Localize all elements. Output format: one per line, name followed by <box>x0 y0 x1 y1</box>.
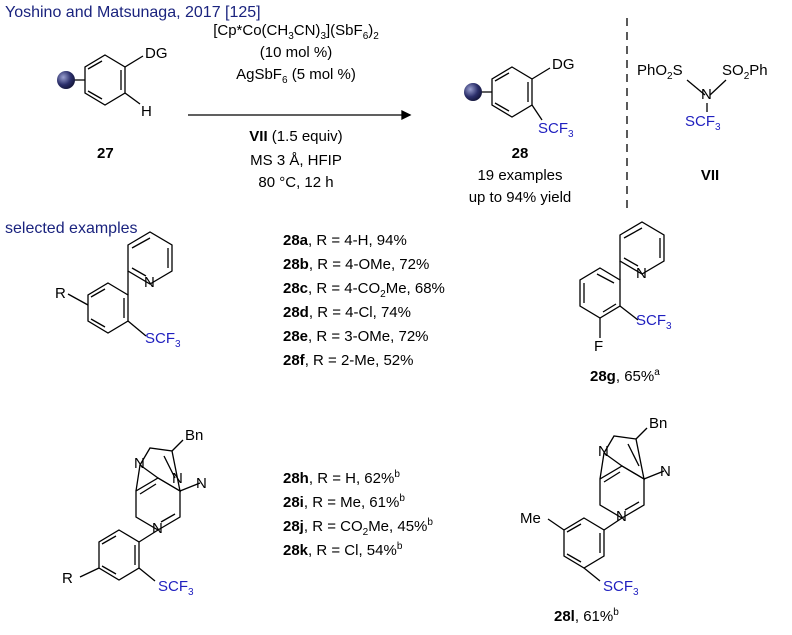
product-dg-label: DG <box>552 56 575 73</box>
arrow-head <box>401 109 412 121</box>
scf3-label: SCF3 <box>636 312 672 332</box>
conditions-line-2: 80 °C, 12 h <box>258 174 334 191</box>
citation-header: Yoshino and Matsunaga, 2017 [125] <box>5 4 261 21</box>
atom-n-label: N <box>660 463 671 480</box>
product-scf3-label: SCF3 <box>538 120 574 140</box>
reagent-right-group: SO2Ph <box>722 62 768 82</box>
product-label-28: 28 <box>511 145 529 162</box>
structure-28a-f <box>67 231 173 337</box>
example-entry-28f: 28f, R = 2-Me, 52% <box>283 352 414 369</box>
product-examples: 19 examples <box>477 167 563 184</box>
atom-n-label: N <box>144 274 155 291</box>
product-yield: up to 94% yield <box>468 189 572 206</box>
atom-n-label: N <box>152 520 163 537</box>
reagent-amount: VII (1.5 equiv) <box>249 128 343 145</box>
catalyst-loading: (10 mol %) <box>259 44 333 61</box>
substrate-ring <box>66 54 144 106</box>
example-entry-28k: 28k, R = Cl, 54%b <box>283 541 403 560</box>
atom-f-label: F <box>594 338 604 355</box>
example-entry-28i: 28i, R = Me, 61%b <box>283 493 405 512</box>
atom-bn-label: Bn <box>649 415 668 432</box>
example-entry-28h: 28h, R = H, 62%b <box>283 469 400 488</box>
atom-me-label: Me <box>520 510 541 527</box>
atom-n-label: N <box>134 455 145 472</box>
substrate-dg-label: DG <box>145 45 168 62</box>
structure-28h-k <box>79 439 201 582</box>
atom-r-label: R <box>62 570 73 587</box>
structure-28g <box>579 221 665 338</box>
arene-ball-icon <box>57 71 75 89</box>
example-28l: 28l, 61%b <box>554 607 619 626</box>
scf3-label: SCF3 <box>158 578 194 598</box>
substrate-label-27: 27 <box>97 145 114 162</box>
example-entry-28j: 28j, R = CO2Me, 45%b <box>283 517 433 538</box>
atom-n-label: N <box>196 475 207 492</box>
atom-n-label: N <box>636 265 647 282</box>
atom-n-label: N <box>616 508 627 525</box>
example-28g: 28g, 65%a <box>590 367 660 386</box>
example-entry-28e: 28e, R = 3-OMe, 72% <box>283 328 429 345</box>
structure-28l <box>547 427 665 582</box>
reagent-label-vii: VII <box>700 167 720 184</box>
additive-text: AgSbF6 (5 mol %) <box>236 66 356 86</box>
scf3-label: SCF3 <box>603 578 639 598</box>
conditions-line-1: MS 3 Å, HFIP <box>250 152 342 169</box>
catalyst-text: [Cp*Co(CH3CN)3](SbF6)2 <box>213 22 379 42</box>
example-entry-28a: 28a, R = 4-H, 94% <box>283 232 407 249</box>
atom-n-label: N <box>598 443 609 460</box>
atom-n-label: N <box>172 470 183 487</box>
example-entry-28b: 28b, R = 4-OMe, 72% <box>283 256 430 273</box>
reagent-n-atom: N <box>701 86 712 103</box>
reagent-left-group: PhO2S <box>637 62 683 82</box>
example-entry-28c: 28c, R = 4-CO2Me, 68% <box>283 280 445 300</box>
reagent-scf3: SCF3 <box>685 113 721 133</box>
selected-examples-heading: selected examples <box>5 220 138 237</box>
product-ring <box>473 66 551 121</box>
atom-r-label: R <box>55 285 66 302</box>
atom-bn-label: Bn <box>185 427 204 444</box>
substrate-h-label: H <box>141 103 152 120</box>
scf3-label: SCF3 <box>145 330 181 350</box>
example-entry-28d: 28d, R = 4-Cl, 74% <box>283 304 411 321</box>
arene-ball-icon <box>464 83 482 101</box>
